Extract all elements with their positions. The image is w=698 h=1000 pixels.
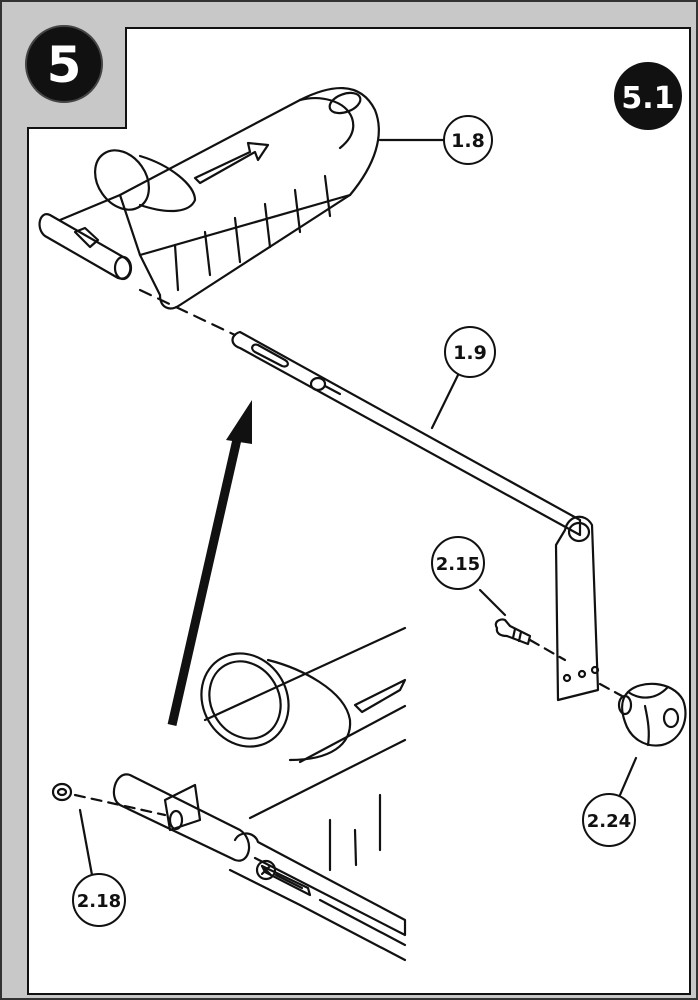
leader-line-1-9 bbox=[430, 373, 460, 430]
part-label: 2.15 bbox=[436, 554, 480, 575]
knob-icon bbox=[617, 682, 687, 747]
detail-assembly-view bbox=[51, 626, 407, 962]
sub-step-number: 5.1 bbox=[621, 81, 674, 116]
sub-step-badge: 5.1 bbox=[614, 62, 682, 130]
callout-2-15: 2.15 bbox=[431, 536, 485, 590]
alignment-line bbox=[138, 288, 237, 337]
screw-icon bbox=[494, 618, 532, 646]
screw-dashed-line bbox=[528, 638, 567, 662]
callout-2-24: 2.24 bbox=[582, 793, 636, 847]
panel-frame-outline bbox=[27, 27, 691, 995]
part-label: 2.24 bbox=[587, 811, 631, 832]
callout-2-18: 2.18 bbox=[72, 873, 126, 927]
lever-bar-icon bbox=[231, 330, 600, 702]
part-label: 1.8 bbox=[451, 130, 485, 152]
nut-icon bbox=[51, 782, 73, 802]
leader-line-2-18 bbox=[78, 808, 94, 877]
callout-1-8: 1.8 bbox=[443, 115, 493, 165]
part-label: 2.18 bbox=[77, 891, 121, 912]
callout-1-9: 1.9 bbox=[444, 326, 496, 378]
step-number: 5 bbox=[47, 36, 82, 94]
leader-line-2-15 bbox=[478, 588, 507, 617]
leader-line-2-24 bbox=[618, 756, 638, 797]
up-arrow-icon bbox=[167, 400, 252, 726]
step-number-badge: 5 bbox=[25, 25, 103, 103]
handle-housing-icon bbox=[38, 87, 380, 310]
part-label: 1.9 bbox=[453, 342, 487, 364]
knob-dashed-line bbox=[598, 682, 624, 698]
